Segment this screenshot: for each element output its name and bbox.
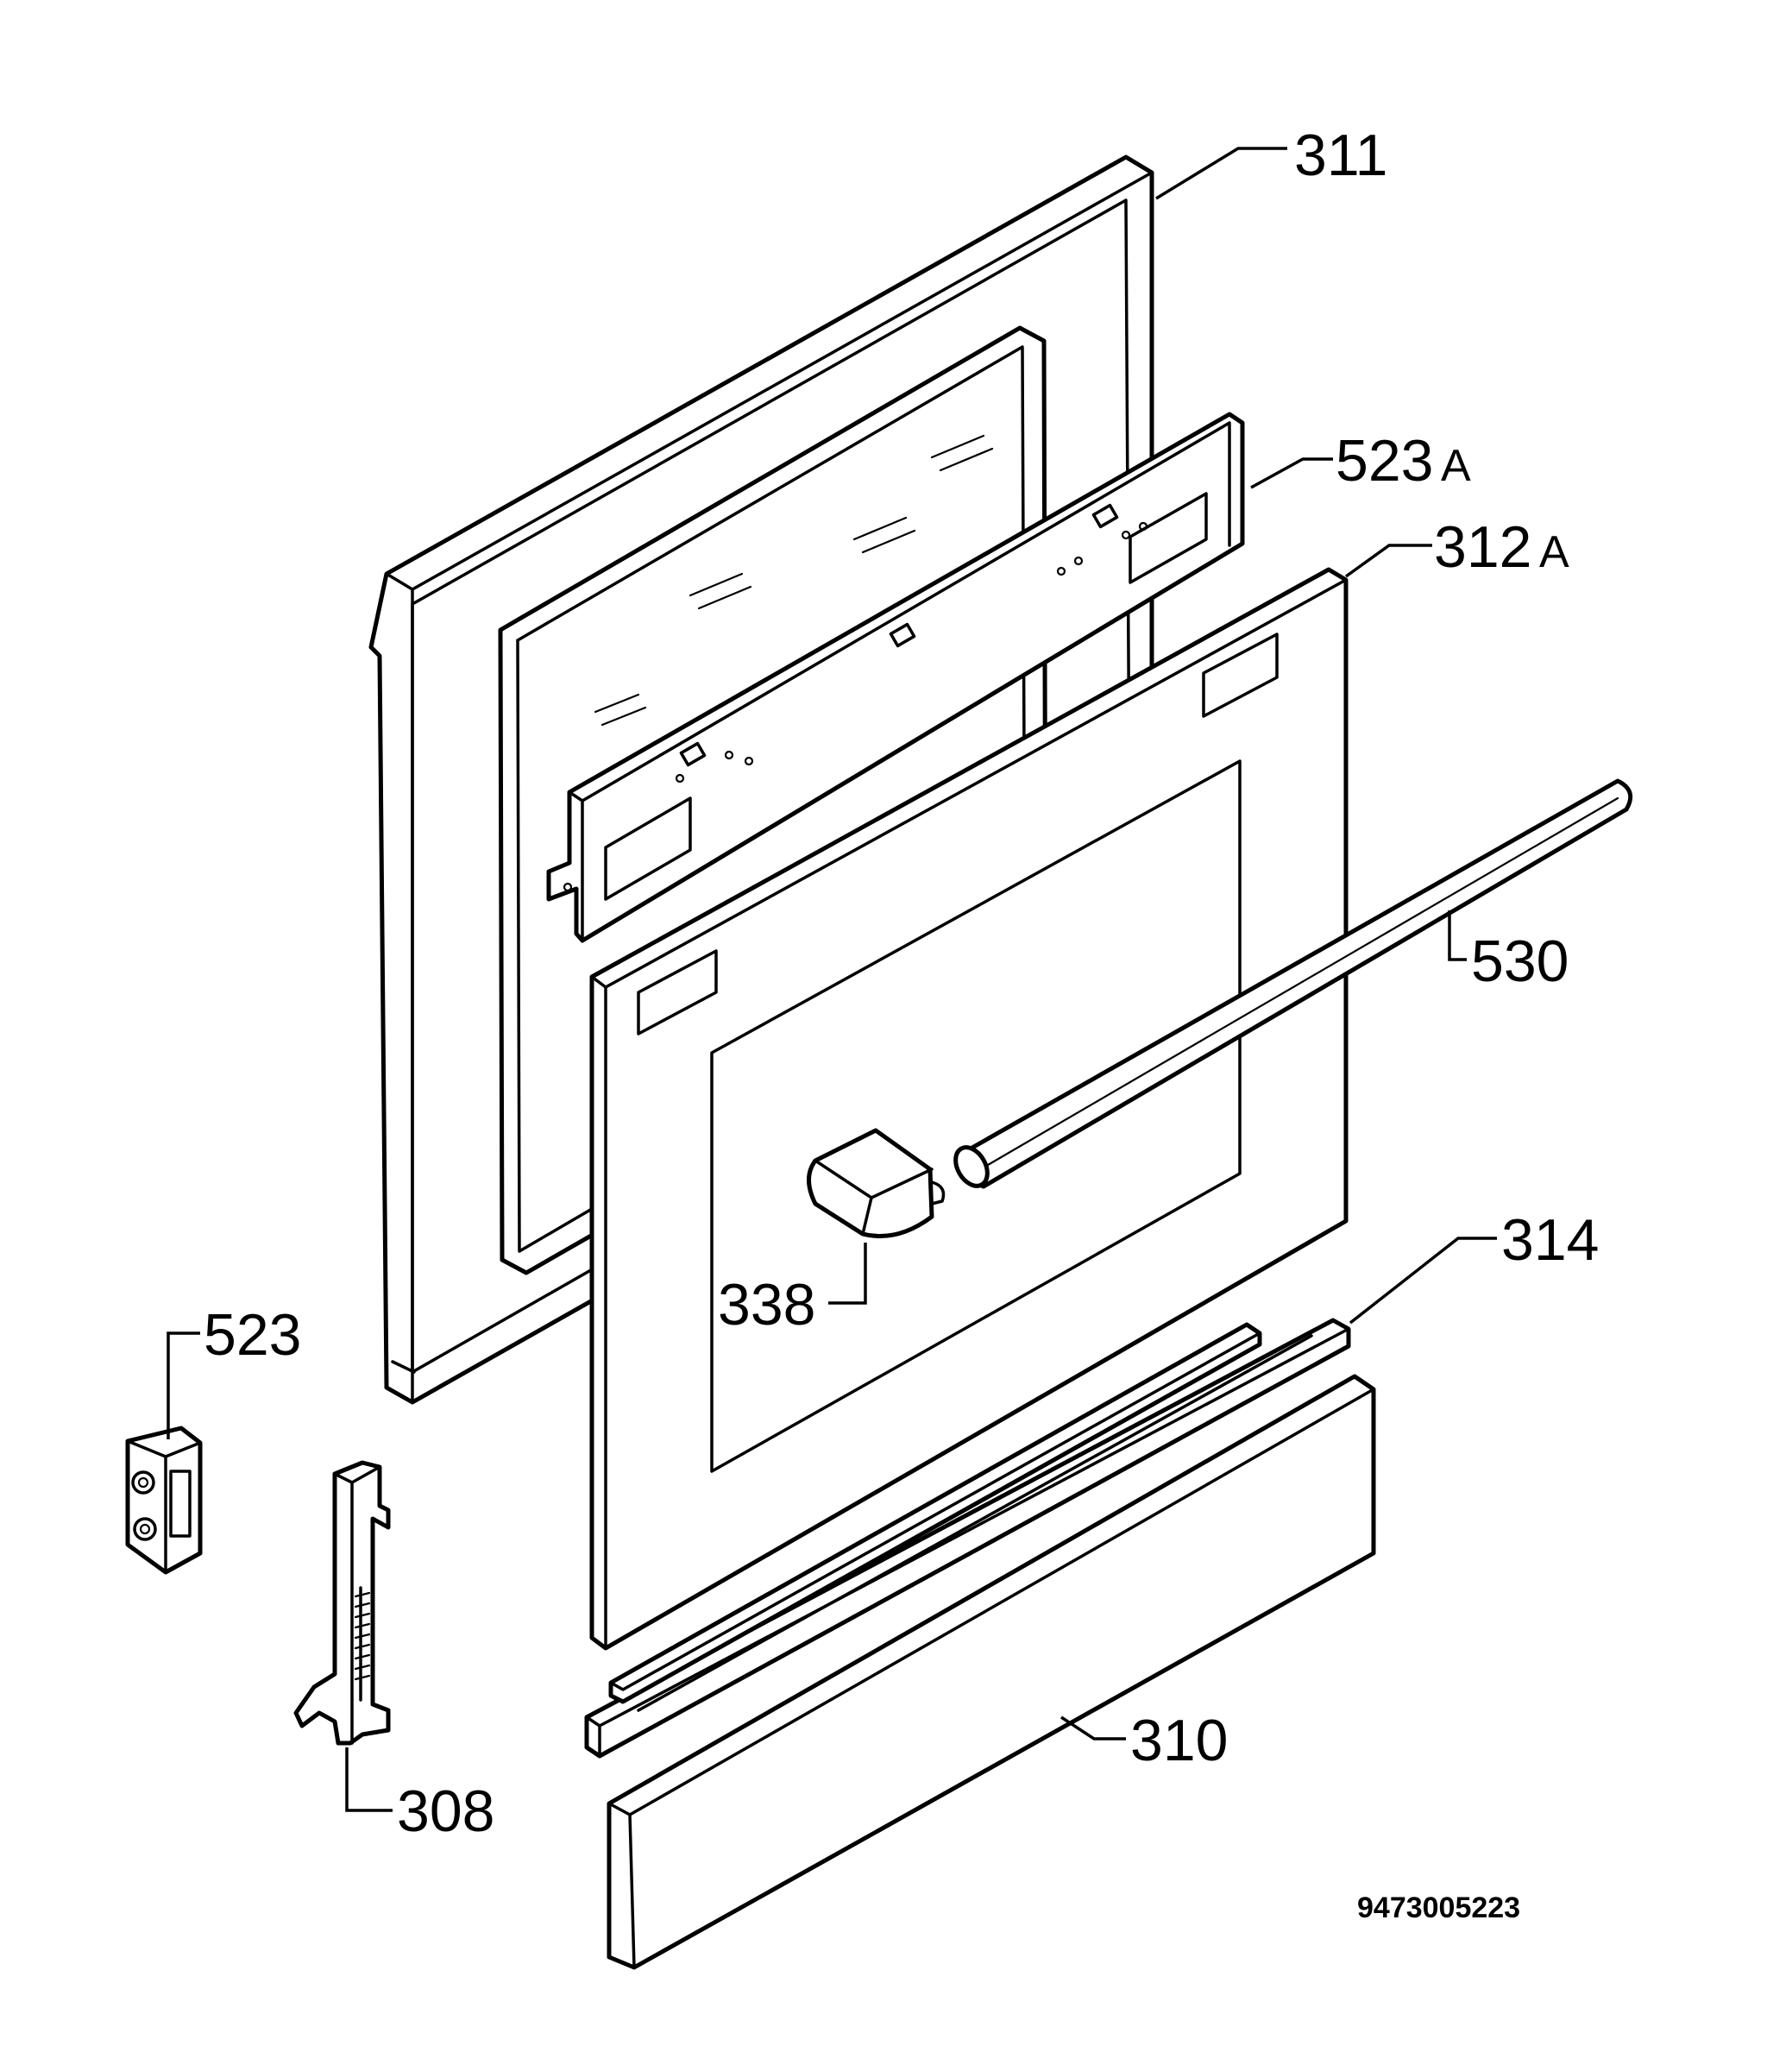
label-523a: 523 [1336, 428, 1433, 494]
label-311: 311 [1294, 123, 1387, 188]
leader-314 [1349, 1237, 1497, 1325]
part-310-kick-panel [607, 1374, 1376, 1970]
leader-523a [1250, 457, 1333, 489]
document-number: 9473005223 [1357, 1892, 1520, 1924]
leader-530 [1448, 910, 1467, 961]
label-312a-suffix: A [1539, 527, 1569, 577]
part-314-trim-strip [584, 1318, 1351, 1759]
label-310: 310 [1130, 1708, 1228, 1773]
hinge-spring [354, 1591, 371, 1681]
leader-310 [1060, 1715, 1126, 1741]
label-312a: 312 [1434, 514, 1531, 580]
leader-lines [167, 147, 1497, 1812]
part-308-hinge-arm [293, 1460, 391, 1746]
label-523: 523 [204, 1302, 301, 1368]
label-308: 308 [397, 1778, 494, 1844]
label-530: 530 [1471, 928, 1569, 994]
part-312a-outer-door-panel [589, 567, 1349, 1651]
label-338: 338 [718, 1272, 815, 1338]
part-530-handle-bar [953, 778, 1633, 1189]
label-314: 314 [1501, 1207, 1599, 1273]
part-338-end-cap [807, 1128, 946, 1238]
leader-523 [167, 1331, 200, 1439]
part-523a-bracket-plate [546, 412, 1245, 943]
leader-308 [345, 1747, 393, 1812]
leader-312a [1344, 544, 1432, 578]
leader-338 [828, 1243, 867, 1305]
leader-311 [1155, 147, 1287, 200]
part-labels: 311 523 A 312 A 530 314 338 523 310 308 … [204, 123, 1599, 1924]
part-523-hinge-plate [125, 1426, 203, 1575]
glass-reflection-marks [594, 434, 994, 727]
label-523a-suffix: A [1441, 441, 1471, 491]
